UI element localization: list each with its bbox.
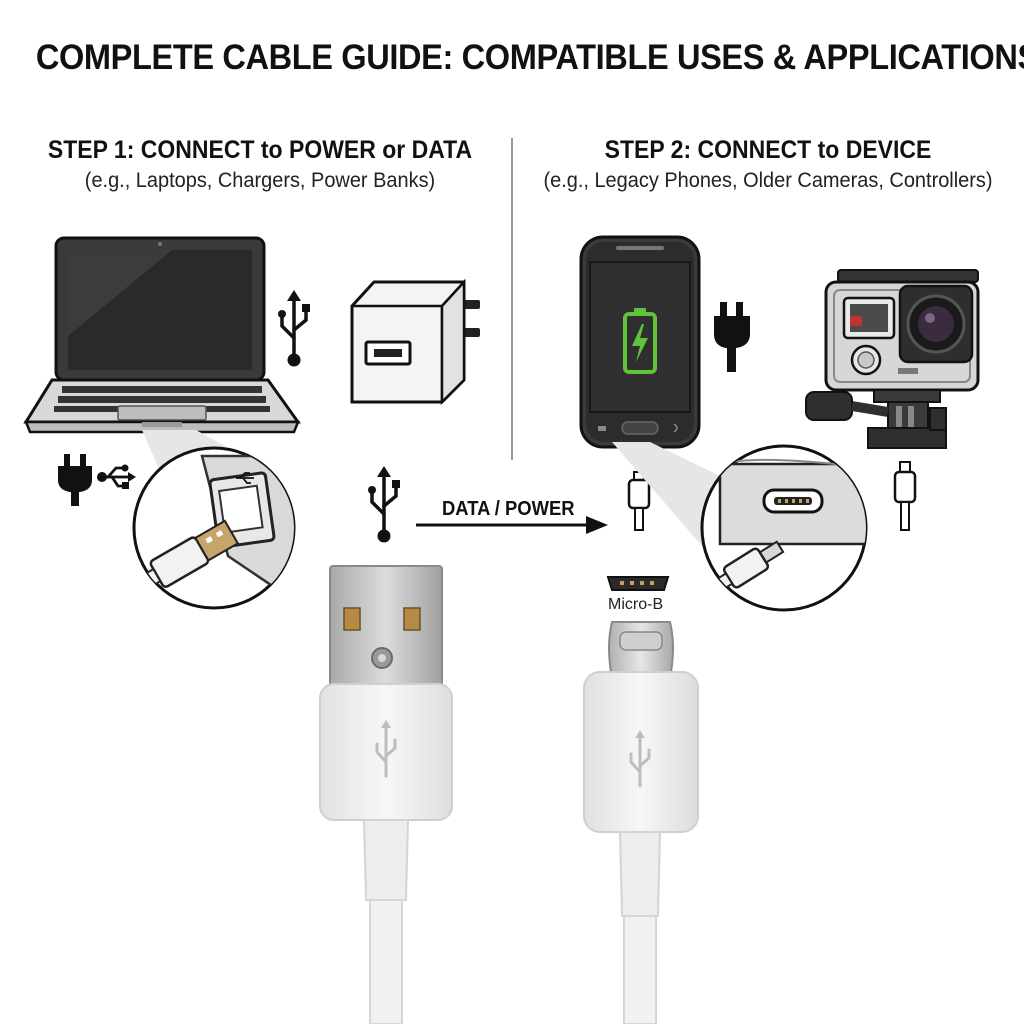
micro-b-cable-icon-camera	[893, 461, 917, 531]
column-divider	[511, 138, 513, 460]
micro-b-cable-icon	[627, 471, 651, 531]
power-plug-icon-right	[714, 302, 750, 372]
usb-a-connector	[319, 565, 453, 1024]
micro-b-port-closeup	[700, 444, 868, 612]
page-title: COMPLETE CABLE GUIDE: COMPATIBLE USES & …	[35, 38, 1024, 77]
power-plug-icon	[58, 454, 92, 506]
usb-a-port-closeup	[132, 446, 296, 610]
usb-symbol-icon	[278, 290, 310, 367]
usb-symbol-small-icon	[97, 464, 136, 489]
connector-label: Micro-B	[608, 596, 664, 613]
micro-b-connector	[583, 621, 699, 1024]
action-camera-icon	[805, 269, 980, 449]
step2-subtitle: (e.g., Legacy Phones, Older Cameras, Con…	[543, 169, 993, 192]
step1-subtitle: (e.g., Laptops, Chargers, Power Banks)	[84, 169, 436, 192]
micro-b-port-icon	[606, 576, 670, 591]
battery-charging-icon	[623, 308, 657, 374]
step1-heading: STEP 1: CONNECT to POWER or DATA	[47, 136, 473, 164]
wall-charger-icon	[350, 278, 480, 406]
data-power-arrow	[416, 516, 608, 534]
step2-heading: STEP 2: CONNECT to DEVICE	[604, 136, 932, 164]
arrow-label: DATA / POWER	[442, 498, 575, 520]
usb-symbol-center-icon	[368, 466, 400, 543]
laptop-icon	[23, 236, 301, 434]
